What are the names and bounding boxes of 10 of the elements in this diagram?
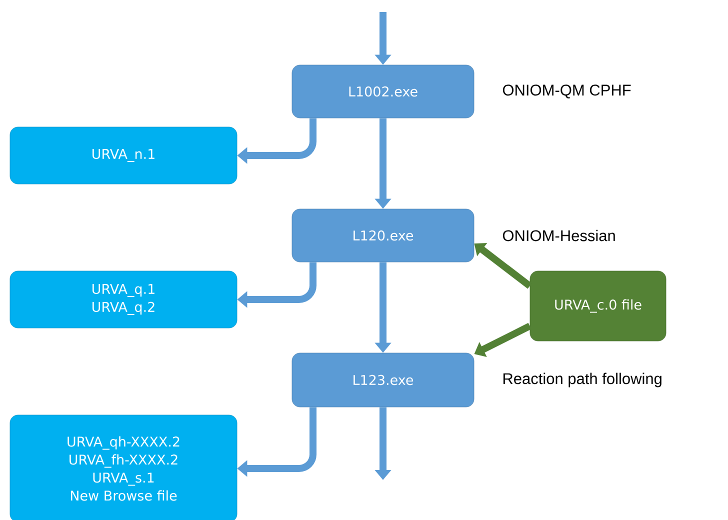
annotation: Reaction path following [503,372,662,388]
output-file-box: URVA_q.1 URVA_q.2 [10,270,238,328]
output-file-box: URVA_n.1 [10,126,238,184]
process-box: L123.exe [292,352,474,408]
input-file-box: URVA_c.0 file [530,270,666,342]
process-box: L1002.exe [292,64,474,118]
process-box: L120.exe [292,208,474,262]
annotation: ONIOM-Hessian [502,230,615,242]
output-file-box: URVA_qh-XXXX.2 URVA_fh-XXXX.2 URVA_s.1 New Browse file [10,414,238,520]
annotation: ONIOM-QM CPHF [502,84,631,98]
